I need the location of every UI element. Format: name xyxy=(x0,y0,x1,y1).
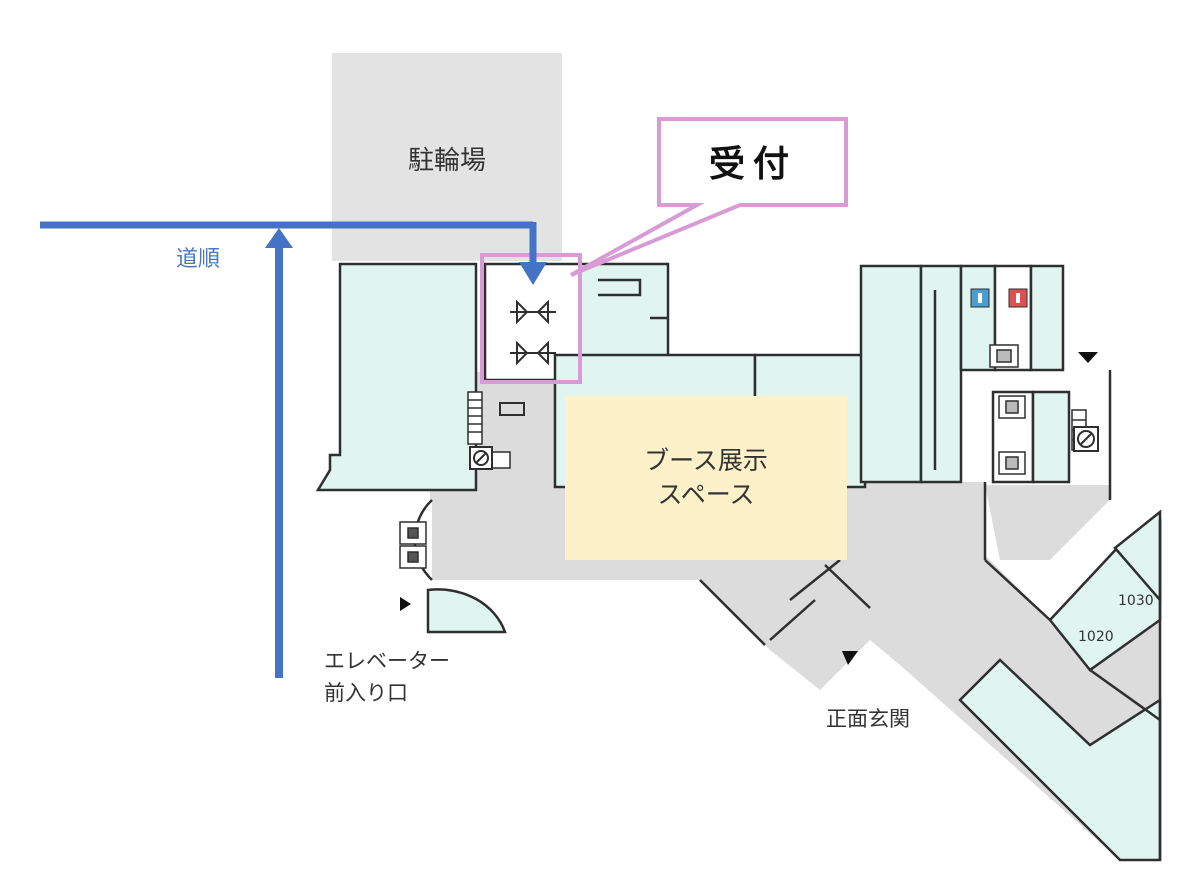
main-entrance-label: 正面玄関 xyxy=(826,707,910,731)
room-1030-label: 1030 xyxy=(1118,593,1154,609)
parking-label: 駐輪場 xyxy=(407,146,486,176)
room-1020-label: 1020 xyxy=(1078,629,1114,645)
reception-label: 受付 xyxy=(708,144,797,185)
counter xyxy=(499,402,525,416)
accessible-toilet-icon xyxy=(989,344,1026,475)
direction-arrow-icon xyxy=(400,352,1098,665)
booth-space-label: ブース展示 スペース xyxy=(644,446,768,509)
restroom-icon xyxy=(970,288,1028,308)
route-path xyxy=(40,221,547,678)
elevator-hall-icon xyxy=(399,521,427,569)
toilet-icon xyxy=(510,299,556,366)
elevator-entrance-label: エレベーター 前入り口 xyxy=(324,649,450,705)
walls xyxy=(598,278,1162,860)
route-label: 道順 xyxy=(176,247,221,272)
elevator-icon xyxy=(469,426,1099,470)
booth-space xyxy=(565,396,847,560)
